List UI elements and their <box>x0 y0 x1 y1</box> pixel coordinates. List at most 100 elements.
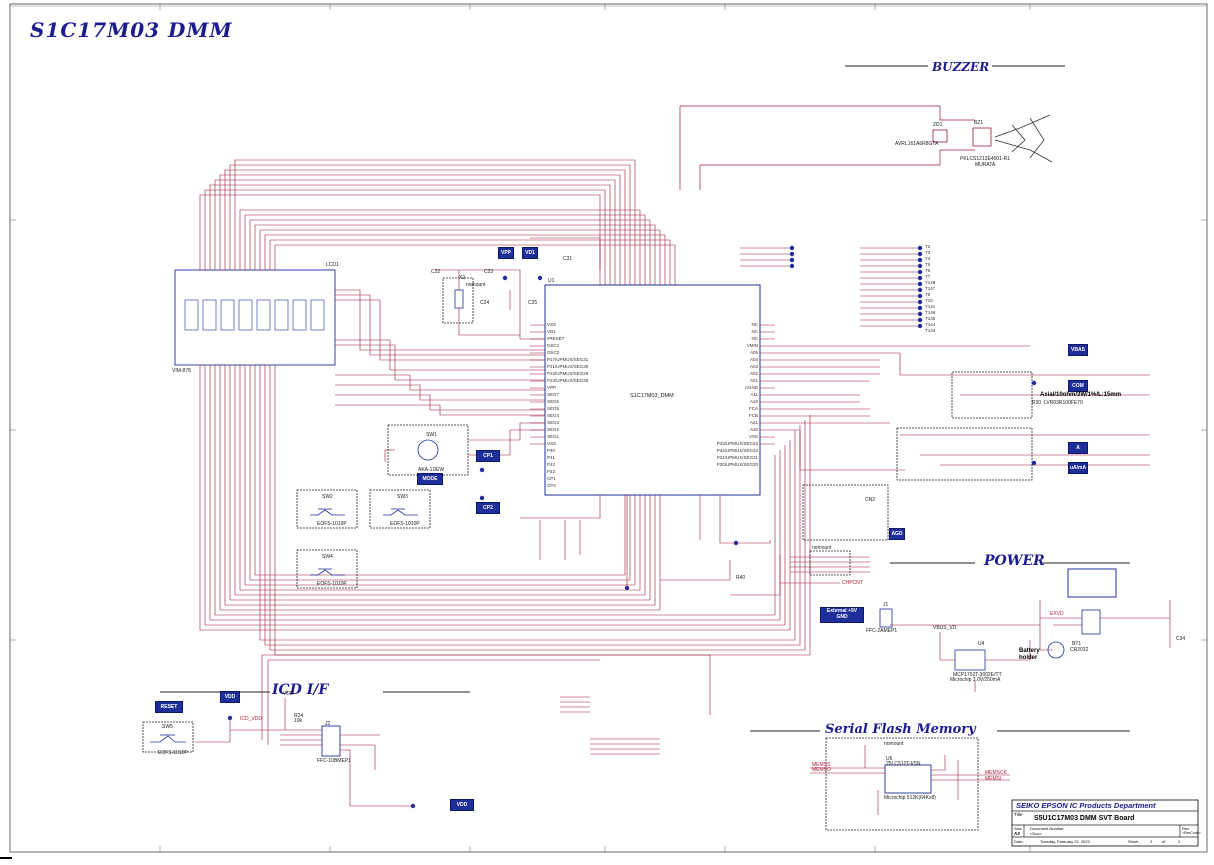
bz1-part: PKLCS1212E4001-R1 <box>960 156 1011 162</box>
tag-a: A <box>1068 442 1088 454</box>
icd-vdd-net: ICD_VDD <box>240 716 262 722</box>
tag-agd: AGD <box>889 528 905 540</box>
j1-refdes: J1 <box>883 602 889 608</box>
title-title-label: Title <box>1014 812 1023 817</box>
sw1-part: AKA-1DEW <box>418 467 445 473</box>
mcu-u1-body <box>544 284 761 496</box>
title-rev-value: <RevCode> <box>1182 831 1201 835</box>
mcu-left-pin-9: VPP <box>547 385 557 390</box>
mcu-right-pin-15: A20 <box>749 427 758 432</box>
sheet-border <box>9 3 1208 853</box>
r40-refdes: R40 <box>736 575 746 581</box>
mcu-right-pin-3: VMIN <box>746 343 758 348</box>
sw1-refdes: SW1 <box>426 432 437 438</box>
mcu-left-pin-2: #RESET <box>547 336 565 341</box>
mcu-right-pin-20: P30/UPMUX/SEG20 <box>716 462 758 467</box>
sw5-refdes: SW5 <box>162 724 173 730</box>
section-power: POWER <box>984 553 1045 569</box>
title-size-label: Size <box>1014 826 1022 831</box>
connector-j1 <box>879 608 893 628</box>
j1-part: FFC-2AMEP1 <box>866 628 898 634</box>
mcu-left-pin-20: P42 <box>547 462 556 467</box>
lcd-refdes: LCD1 <box>326 262 339 268</box>
c34-refdes: C34 <box>1176 636 1186 642</box>
testpoint-label-8: T8 <box>925 292 931 297</box>
regulator-u4 <box>954 649 986 671</box>
testpoint-label-0: T2 <box>925 244 931 249</box>
testpoint-label-7: T147 <box>925 286 936 291</box>
mcu-left-pin-5: P17/UPMUX/SEG31 <box>547 357 589 362</box>
sw5-part: EOFS-1010P <box>158 750 188 756</box>
c31-refdes: C31 <box>563 256 573 262</box>
sw2-refdes: SW2 <box>322 494 333 500</box>
cap-wires <box>520 495 771 588</box>
section-flash: Serial Flash Memory <box>825 722 976 737</box>
lcd-bus-top <box>199 159 676 285</box>
shunt-box <box>951 371 1033 419</box>
vbus-net: VBUS_VD <box>933 625 957 631</box>
mcu-left-pin-3: OSC1 <box>547 343 560 348</box>
buzzer-wires <box>679 105 975 190</box>
mcu-refdes: U1 <box>548 278 555 284</box>
buzzer-bz1 <box>972 127 992 147</box>
power-legend-box <box>1067 568 1117 598</box>
shunt-box-2 <box>896 427 1033 481</box>
u4-part: MCP1702T-3002E/TT <box>953 672 1002 678</box>
analog-wires <box>775 345 1150 471</box>
cn2-refdes: CN2 <box>865 497 876 503</box>
j2-part: FFC-10BMEP1 <box>317 758 351 764</box>
mcu-right-pin-2: NC <box>751 336 759 341</box>
u6-refdes: U6 <box>886 756 893 762</box>
testpoint-label-5: T7 <box>925 274 931 279</box>
c22-refdes: C22 <box>431 269 441 275</box>
title-sheet-label: Sheet <box>1128 839 1139 844</box>
nomount-note-1: nomount <box>466 282 486 288</box>
zener-diode-zd1 <box>932 129 948 143</box>
vdd-net-label: VDD <box>283 691 294 697</box>
net-memsi: MEMSI <box>985 776 1002 782</box>
mcu-right-pin-16: VSS <box>748 434 758 439</box>
mcu-left-pin-16: SEG1 <box>547 434 560 439</box>
mcu-right-pin-1: NC <box>751 329 759 334</box>
mcu-right-pin-6: A03 <box>749 364 758 369</box>
mcu-left-pin-10: SEG7 <box>547 392 560 397</box>
lcd-part: VIM-878 <box>172 368 191 374</box>
crystal-x2 <box>454 289 464 309</box>
nomount-block <box>809 550 851 576</box>
u4-note: Microchip 3.0V/250mA <box>950 677 1001 683</box>
mcu-left-pin-21: P43 <box>547 469 556 474</box>
r30-note: Axial/10ohm/3W/1%/L:15mm <box>1040 392 1122 398</box>
mcu-left-pin-1: VD1 <box>547 329 556 334</box>
nomount-note-3: nomount <box>812 545 832 551</box>
mcu-left-pin-7: P22/UPMUX/SEG29 <box>547 371 589 376</box>
mcu-left-pin-12: SEG5 <box>547 406 560 411</box>
power-wires <box>890 600 1171 692</box>
c24-refdes: C24 <box>480 300 490 306</box>
cn2-box <box>802 484 889 541</box>
title-size-value: A3 <box>1014 831 1020 836</box>
icd-wires <box>195 654 711 807</box>
mcu-right-pin-4: A05 <box>749 350 758 355</box>
mcu-pin-stubs <box>530 324 775 445</box>
crystal-box <box>442 277 474 324</box>
bz1-refdes: BZ1 <box>974 120 984 126</box>
connector-jp7 <box>1081 609 1101 635</box>
section-buzzer: BUZZER <box>932 60 990 74</box>
testpoint-label-1: T3 <box>925 250 931 255</box>
tag-com: COM <box>1068 380 1088 392</box>
testpoint-label-13: T144 <box>925 322 936 327</box>
lcd-digits <box>184 299 325 331</box>
testpoint-label-11: T146 <box>925 310 936 315</box>
lcd-seg-right <box>335 289 545 416</box>
sw3-part: EOFS-1010P <box>390 521 420 527</box>
mcu-left-pin-13: SEG4 <box>547 413 560 418</box>
sw4-refdes: SW4 <box>322 554 333 560</box>
mcu-left-pin-8: P23/UPMUX/SEG28 <box>547 378 589 383</box>
testpoint-label-10: T141 <box>925 304 936 309</box>
mcu-right-pin-19: P31/UPMUX/SEG21 <box>716 455 758 460</box>
zd1-part: AVRL161A6R8GTA <box>895 141 939 147</box>
